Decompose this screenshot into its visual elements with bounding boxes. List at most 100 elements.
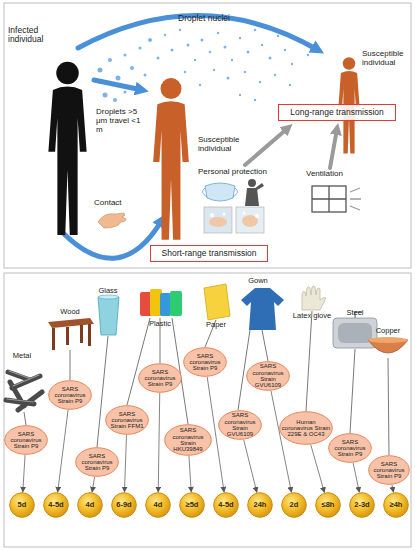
- droplet: [254, 29, 256, 31]
- circle-shape: [78, 493, 103, 518]
- wood-icon: [48, 318, 94, 328]
- connector-line: [244, 440, 257, 493]
- survival-time-circle: 4d: [145, 492, 171, 518]
- strain-text: Human coronavirus Strain 229E & OC43: [281, 419, 331, 438]
- time-text: 2-3d: [354, 501, 369, 509]
- metal-icon: [7, 371, 39, 402]
- time-text: ≥4h: [390, 501, 403, 509]
- gown-icon: [241, 288, 284, 330]
- droplet: [116, 76, 121, 81]
- figure-label: Susceptible individual: [362, 50, 410, 68]
- copper-icon: [368, 337, 408, 353]
- panel-frame: [4, 273, 411, 547]
- node-body: SARS coronavirus Strain P9: [138, 363, 182, 393]
- time-text: 4-5d: [218, 501, 233, 509]
- hand-icon: [98, 213, 126, 228]
- strain-oval: SARS coronavirus Strain P9: [138, 363, 182, 393]
- strain-text: SARS coronavirus Strain FFM1: [107, 411, 147, 430]
- ventilation-icon: [350, 188, 361, 210]
- circle-shape: [282, 493, 307, 518]
- droplet: [108, 58, 112, 62]
- survival-time-circle: 5d: [9, 492, 35, 518]
- time-text: 5d: [18, 501, 27, 509]
- circle-shape: [112, 493, 137, 518]
- circle-shape: [180, 493, 205, 518]
- survival-time-circle: 4d: [77, 492, 103, 518]
- metal-icon: [6, 372, 42, 410]
- node-body: 4d: [145, 492, 171, 518]
- time-text: ≤8h: [322, 501, 335, 509]
- node-body: SARS coronavirus Strain P9: [183, 347, 227, 377]
- handwash-photo: [204, 207, 232, 233]
- paper-icon: [204, 284, 230, 320]
- box-text: Short-range transmission: [162, 249, 257, 258]
- control-arrow: [330, 129, 337, 168]
- circle-shape: [384, 493, 409, 518]
- droplet: [171, 49, 174, 52]
- droplet: [199, 84, 201, 86]
- control-arrow: [245, 128, 337, 168]
- droplet: [157, 57, 160, 60]
- ventilation-icon: [312, 186, 346, 212]
- droplet: [124, 54, 127, 57]
- circle-shape: [214, 493, 239, 518]
- droplet: [247, 51, 250, 54]
- glass-icon: [98, 295, 119, 335]
- survival-time-circle: ≤8h: [315, 492, 341, 518]
- strain-text: SARS coronavirus Strain P9: [50, 386, 90, 405]
- droplet: [277, 35, 279, 37]
- droplet: [148, 38, 152, 42]
- ventilation-icon: [312, 186, 361, 212]
- cough-icon: [245, 179, 264, 206]
- strain-oval: SARS coronavirus Strain P9: [328, 433, 372, 463]
- oval-shape: [184, 348, 227, 377]
- surface-label: Latex glove: [287, 312, 337, 320]
- glass-icon: [98, 297, 119, 335]
- strain-oval: SARS coronavirus Strain P9: [183, 347, 227, 377]
- droplet: [194, 59, 196, 61]
- node-body: ≥4h: [383, 492, 409, 518]
- surface-label: Wood: [48, 308, 92, 316]
- leader-line: [24, 311, 389, 455]
- oval-shape: [165, 425, 212, 456]
- wood-icon: [88, 324, 91, 346]
- strain-text: SARS coronavirus Strain GVU6109: [220, 412, 260, 437]
- figure-label: Ventilation: [306, 170, 366, 179]
- connector-line: [392, 485, 393, 492]
- droplet: [289, 84, 291, 86]
- droplet: [307, 54, 309, 56]
- survival-time-circle: 4-5d: [213, 492, 239, 518]
- surface-label: Metal: [0, 352, 44, 360]
- droplet: [244, 71, 246, 73]
- metal-icon: [6, 371, 42, 410]
- connector-line: [92, 477, 94, 492]
- strain-text: SARS coronavirus Strain P9: [330, 439, 370, 458]
- strain-text: SARS coronavirus Strain P9: [77, 453, 117, 472]
- connector-line: [271, 391, 291, 492]
- circle-shape: [146, 493, 171, 518]
- connector-line: [58, 410, 68, 492]
- oval-shape: [369, 456, 410, 485]
- handwash-photo: [243, 212, 246, 215]
- droplet: [291, 63, 293, 65]
- figure-label: Contact: [94, 199, 134, 208]
- node-body: SARS coronavirus Strain P9: [4, 425, 48, 455]
- droplet: [130, 66, 134, 70]
- strain-oval: SARS coronavirus Strain GVU6109: [246, 361, 290, 391]
- survival-time-circle: 2-3d: [349, 492, 375, 518]
- node-body: SARS coronavirus Strain P9: [75, 447, 119, 477]
- time-text: 6-9d: [116, 501, 131, 509]
- strain-oval: SARS coronavirus Strain FFM1: [105, 405, 149, 435]
- strain-oval: SARS coronavirus Strain HKU39849: [164, 424, 212, 456]
- circle-shape: [316, 493, 341, 518]
- strain-text: SARS coronavirus Strain GVU6109: [248, 363, 288, 388]
- time-text: ≥5d: [186, 501, 199, 509]
- survival-time-circle: ≥4h: [383, 492, 409, 518]
- survival-time-circle: 2d: [281, 492, 307, 518]
- droplet: [284, 49, 286, 51]
- droplet: [209, 51, 211, 53]
- droplet: [227, 77, 230, 80]
- survival-time-circle: ≥5d: [179, 492, 205, 518]
